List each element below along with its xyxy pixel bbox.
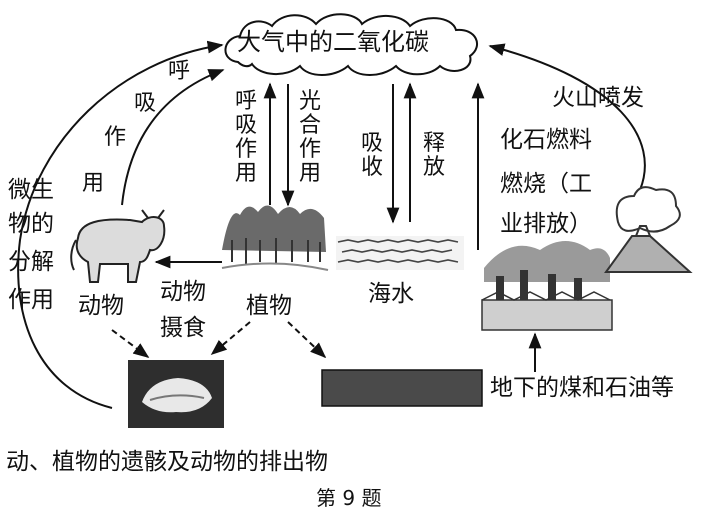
- animal-respiration-char-1: 呼: [168, 59, 191, 84]
- coal-oil-block: [321, 369, 483, 407]
- animal-respiration-char-4: 用: [82, 171, 105, 196]
- microbe-line-2: 物的: [8, 211, 54, 237]
- figure-caption: 第 9 题: [316, 486, 382, 510]
- animal-respiration-char-3: 作: [104, 125, 127, 150]
- fossil-burn-line-3: 业排放）: [500, 211, 592, 237]
- microbe-line-4: 作用: [8, 287, 54, 313]
- volcano-label: 火山喷发: [552, 85, 644, 111]
- volcano-arrow: [488, 43, 646, 191]
- feeding-line-1: 动物: [160, 279, 206, 305]
- plant-respiration-label: 呼吸作用: [234, 89, 257, 186]
- plant-label: 植物: [246, 293, 292, 319]
- microbe-line-3: 分解: [8, 249, 54, 275]
- remains-photo: [128, 360, 224, 428]
- microbe-line-1: 微生: [8, 177, 54, 203]
- factory-illustration: [481, 241, 613, 331]
- seawater-label: 海水: [368, 281, 414, 307]
- volcano-illustration: [604, 186, 693, 273]
- fossil-burn-line-2: 燃烧（工: [500, 171, 592, 197]
- cow-illustration: [70, 209, 166, 283]
- animal-label: 动物: [78, 293, 124, 319]
- atmosphere-cloud: [224, 13, 478, 76]
- feeding-line-2: 摄食: [160, 315, 206, 341]
- atmosphere-label: 大气中的二氧化碳: [237, 28, 429, 56]
- animal-respiration-char-2: 吸: [134, 91, 157, 116]
- remains-label: 动、植物的遗骸及动物的排出物: [6, 449, 328, 475]
- underground-label: 地下的煤和石油等: [490, 375, 674, 401]
- sea-illustration: [336, 236, 464, 270]
- ocean-absorb-label: 吸收: [360, 131, 383, 180]
- photosynthesis-label: 光合作用: [298, 89, 321, 186]
- ocean-release-label: 释放: [422, 131, 445, 180]
- animal-respiration-arrow: [121, 69, 225, 206]
- trees-illustration: [221, 205, 329, 272]
- animal-to-remains-arrow: [111, 329, 150, 358]
- plant-to-remains-arrow: [210, 321, 251, 356]
- plant-to-underground-arrow: [287, 321, 327, 359]
- microbe-decomposition-arrow: [17, 40, 224, 409]
- fossil-burn-line-1: 化石燃料: [500, 127, 592, 153]
